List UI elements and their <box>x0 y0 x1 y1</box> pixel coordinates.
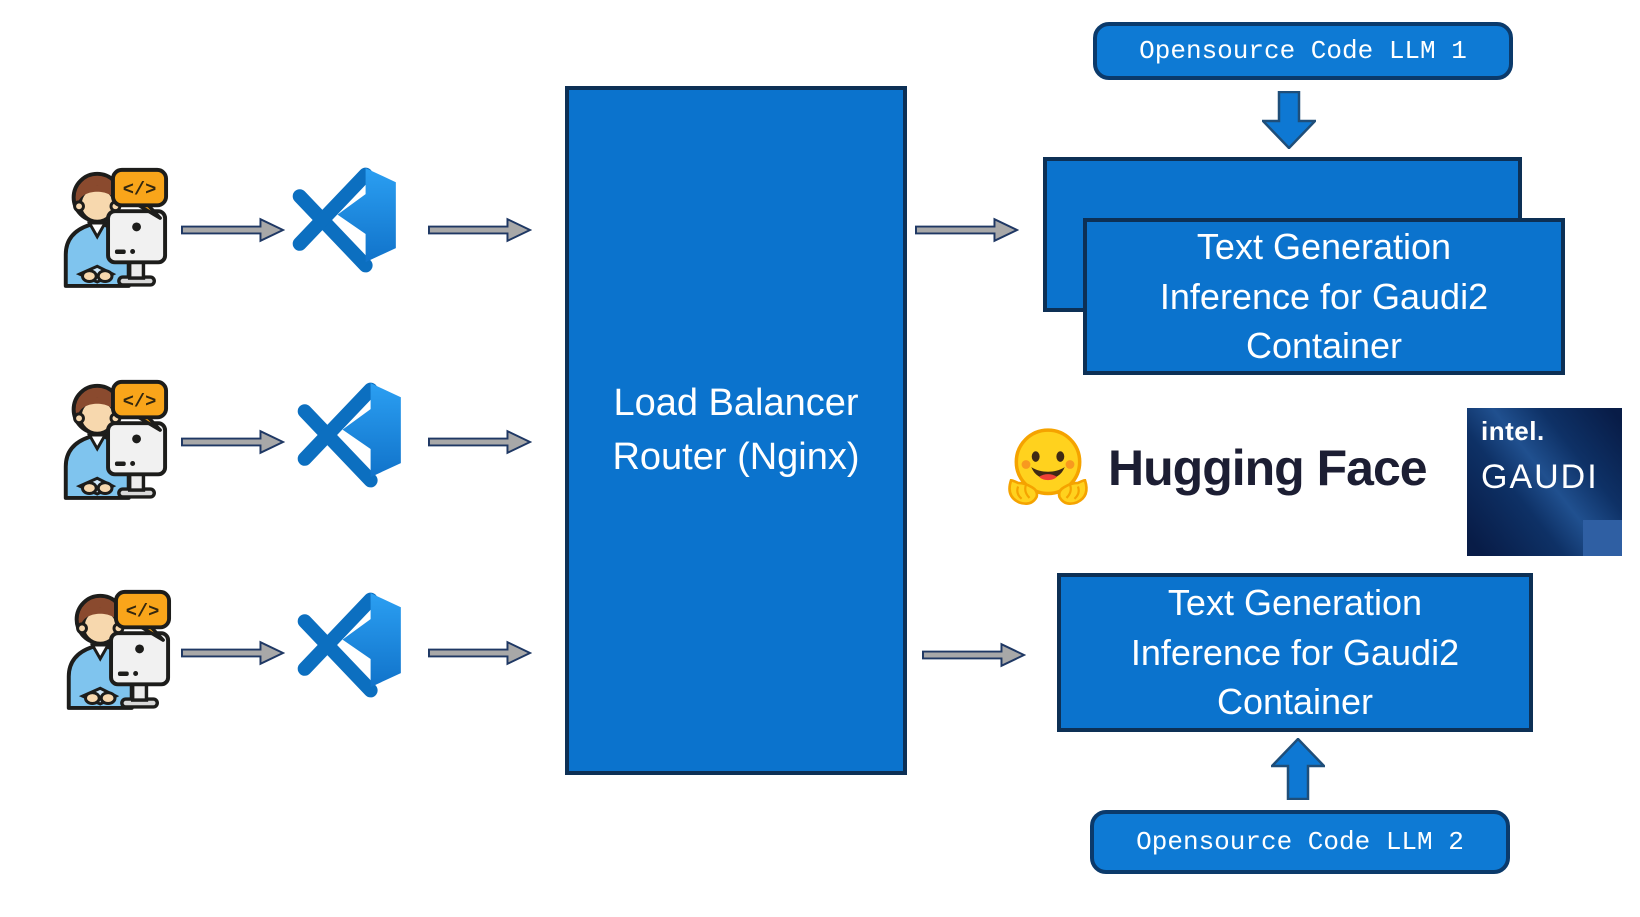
tgi-bottom-label-line2: Inference for Gaudi2 <box>1130 631 1460 673</box>
developer-icon: </> <box>63 379 169 500</box>
code-bubble-label: </> <box>123 178 157 200</box>
intel-gaudi-logo: intel. GAUDI <box>1467 408 1622 556</box>
developer-icon: </> <box>63 167 169 288</box>
right-arrow-icon <box>428 641 532 665</box>
hugging-face-wordmark: Hugging Face <box>1108 440 1428 496</box>
tgi-top-label-line1: Text Generation <box>1196 226 1452 267</box>
opensource-llm1-box: Opensource Code LLM 1 <box>1093 22 1513 80</box>
tgi-top-label-line2: Inference for Gaudi2 <box>1159 275 1489 317</box>
load-balancer-label-line1: Load Balancer <box>613 381 859 424</box>
right-arrow-icon <box>428 430 532 454</box>
hugging-face-logo: Hugging Face <box>1004 422 1428 514</box>
right-arrow-icon <box>181 641 285 665</box>
right-arrow-icon <box>181 218 285 242</box>
vscode-icon <box>295 591 403 699</box>
right-arrow-icon <box>915 218 1019 242</box>
opensource-llm2-box: Opensource Code LLM 2 <box>1090 810 1510 874</box>
tgi-bottom-label-line3: Container <box>1216 681 1374 723</box>
intel-brand-text: intel. <box>1481 416 1545 446</box>
down-block-arrow-icon <box>1262 91 1316 149</box>
up-block-arrow-icon <box>1271 738 1325 800</box>
tgi-top-label-line3: Container <box>1245 325 1403 367</box>
gaudi-product-text: GAUDI <box>1481 458 1599 496</box>
right-arrow-icon <box>922 643 1026 667</box>
hugging-face-emoji-icon <box>1007 428 1089 506</box>
developer-icon: </> <box>66 589 172 710</box>
right-arrow-icon <box>181 430 285 454</box>
opensource-llm2-label: Opensource Code LLM 2 <box>1136 827 1464 857</box>
tgi-container-bottom-box: Text Generation Inference for Gaudi2 Con… <box>1057 573 1533 732</box>
right-arrow-icon <box>428 218 532 242</box>
tgi-bottom-label-line1: Text Generation <box>1167 581 1423 623</box>
tgi-container-top-box: Text Generation Inference for Gaudi2 Con… <box>1083 218 1565 375</box>
opensource-llm1-label: Opensource Code LLM 1 <box>1139 36 1467 66</box>
gaudi-corner-tile <box>1583 520 1622 556</box>
load-balancer-label-line2: Router (Nginx) <box>612 435 860 478</box>
vscode-icon <box>290 166 398 274</box>
code-bubble-label: </> <box>123 390 157 412</box>
load-balancer-box: Load Balancer Router (Nginx) <box>565 86 907 775</box>
code-bubble-label: </> <box>126 600 160 622</box>
vscode-icon <box>295 381 403 489</box>
